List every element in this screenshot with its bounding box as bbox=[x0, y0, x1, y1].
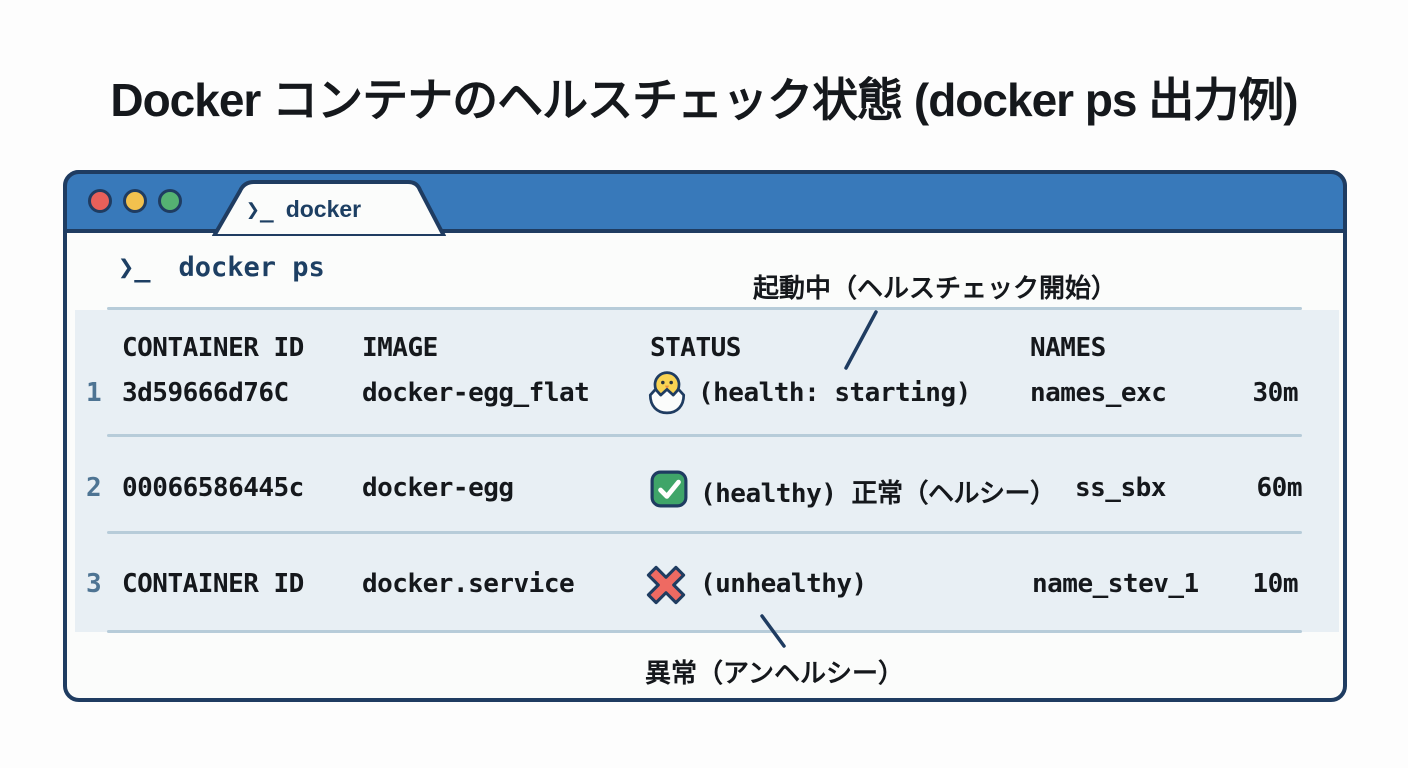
output-panel bbox=[75, 310, 1339, 632]
column-header-status: STATUS bbox=[650, 333, 741, 363]
container-id-cell: 3d59666d76C bbox=[122, 378, 289, 408]
command-line: ❯_ docker ps bbox=[118, 252, 325, 283]
page-title: Docker コンテナのヘルスチェック状態 (docker ps 出力例) bbox=[110, 74, 1298, 126]
name-cell: names_exc bbox=[1030, 378, 1167, 408]
divider bbox=[107, 434, 1302, 437]
container-id-cell: 00066586445c bbox=[122, 473, 304, 503]
name-cell: ss_sbx bbox=[1075, 473, 1166, 503]
check-mark-icon bbox=[650, 470, 688, 508]
divider bbox=[107, 630, 1302, 633]
uptime-cell: 10m bbox=[1252, 569, 1299, 599]
terminal-prompt-icon: ❯_ bbox=[246, 196, 274, 223]
terminal-tab[interactable] bbox=[212, 180, 462, 236]
name-cell: name_stev_1 bbox=[1032, 569, 1199, 599]
annotation-starting: 起動中（ヘルスチェック開始） bbox=[753, 273, 1118, 303]
uptime-cell: 60m bbox=[1256, 473, 1303, 503]
line-number: 2 bbox=[86, 473, 102, 503]
column-header-names: NAMES bbox=[1030, 333, 1106, 363]
image-cell: docker.service bbox=[362, 569, 575, 599]
close-button[interactable] bbox=[88, 189, 112, 213]
column-header-image: IMAGE bbox=[362, 333, 438, 363]
divider bbox=[107, 531, 1302, 534]
tab-label: ❯_ docker bbox=[246, 196, 436, 223]
minimize-button[interactable] bbox=[123, 189, 147, 213]
window-controls bbox=[88, 189, 182, 213]
image-cell: docker-egg_flat bbox=[362, 378, 590, 408]
image-cell: docker-egg bbox=[362, 473, 514, 503]
column-header-container-id: CONTAINER ID bbox=[122, 333, 304, 363]
container-id-cell: CONTAINER ID bbox=[122, 569, 304, 599]
status-cell: (unhealthy) bbox=[700, 569, 867, 599]
divider bbox=[107, 307, 1302, 310]
line-number: 1 bbox=[86, 378, 102, 408]
cross-mark-icon bbox=[646, 565, 686, 605]
line-number: 3 bbox=[86, 569, 102, 599]
command-text: docker ps bbox=[178, 252, 325, 283]
tab-title: docker bbox=[285, 196, 362, 222]
status-cell: (healthy) 正常（ヘルシー） bbox=[700, 479, 1056, 509]
maximize-button[interactable] bbox=[158, 189, 182, 213]
annotation-unhealthy: 異常（アンヘルシー） bbox=[645, 658, 904, 688]
status-cell: (health: starting) bbox=[698, 378, 971, 408]
uptime-cell: 30m bbox=[1252, 378, 1299, 408]
hatching-chick-icon bbox=[648, 371, 686, 415]
prompt-icon: ❯_ bbox=[118, 252, 151, 283]
